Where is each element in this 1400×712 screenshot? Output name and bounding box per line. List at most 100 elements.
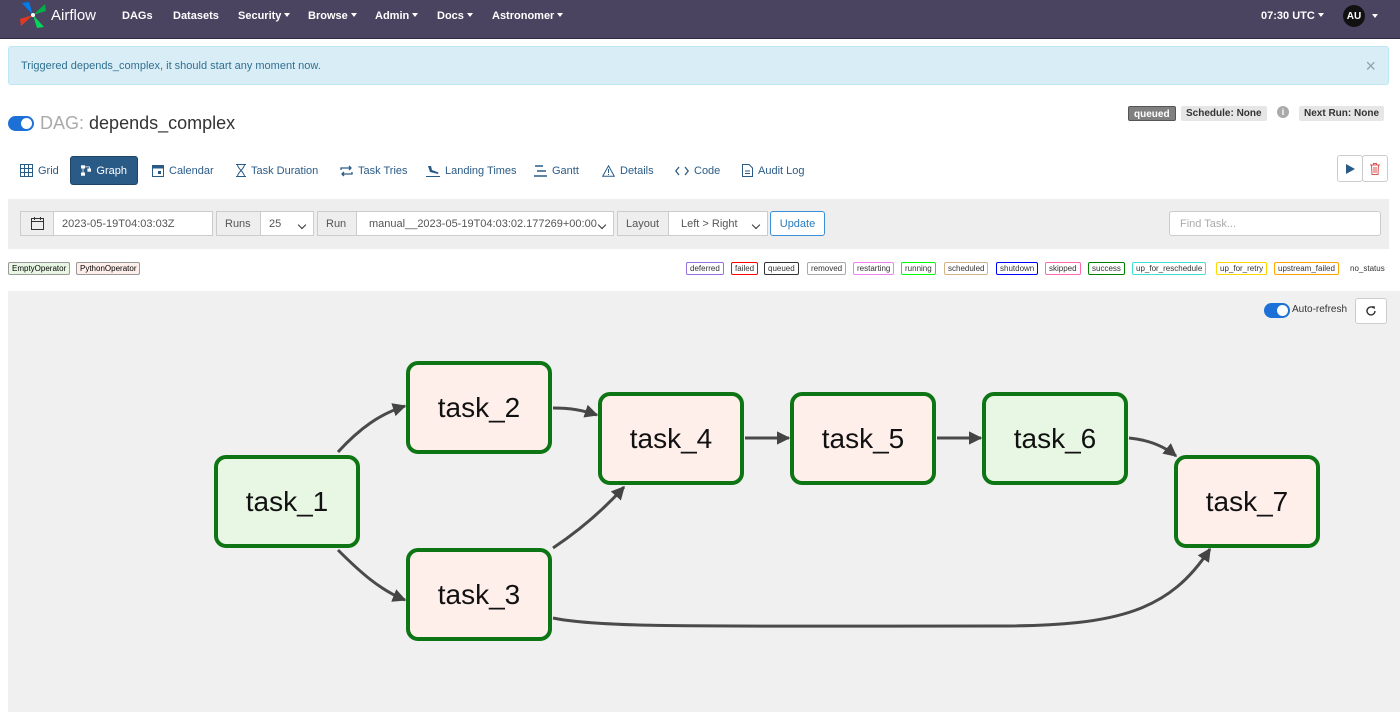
- dag-title-prefix: DAG:: [40, 113, 85, 133]
- update-button[interactable]: Update: [770, 211, 825, 236]
- tab-details-label: Details: [620, 164, 654, 177]
- execution-date-input[interactable]: 2023-05-19T04:03:03Z: [53, 211, 213, 236]
- file-icon: [742, 164, 753, 177]
- edge-task1-task3: [336, 548, 407, 602]
- toggle-knob: [1277, 305, 1288, 316]
- grid-icon: [20, 164, 33, 177]
- toggle-knob: [21, 118, 32, 129]
- brand-link[interactable]: Airflow: [18, 0, 96, 30]
- legend-skipped[interactable]: skipped: [1045, 262, 1081, 275]
- legend-success[interactable]: success: [1088, 262, 1125, 275]
- tab-landing-times-label: Landing Times: [445, 164, 517, 177]
- runs-label: Runs: [216, 211, 261, 236]
- calendar-icon: [30, 217, 44, 230]
- tab-audit-log[interactable]: Audit Log: [732, 156, 814, 185]
- page-title: DAG: depends_complex: [40, 113, 235, 134]
- nav-docs-label: Docs: [437, 10, 464, 22]
- nav-datasets[interactable]: Datasets: [173, 10, 219, 22]
- graph-icon: [81, 165, 92, 176]
- legend-failed[interactable]: failed: [731, 262, 759, 275]
- nav-admin[interactable]: Admin: [375, 10, 418, 22]
- runs-select-value: 25: [269, 217, 282, 230]
- hourglass-icon: [236, 164, 246, 177]
- refresh-button[interactable]: [1355, 298, 1387, 324]
- tab-details[interactable]: Details: [592, 156, 664, 185]
- next-run-badge: Next Run: None: [1299, 106, 1384, 121]
- nav-docs[interactable]: Docs: [437, 10, 473, 22]
- tab-gantt[interactable]: Gantt: [524, 156, 589, 185]
- edge-task6-task7: [1128, 436, 1178, 458]
- gantt-icon: [534, 164, 547, 177]
- tab-graph-label: Graph: [96, 164, 127, 177]
- edge-task3-task4: [552, 485, 626, 550]
- tab-task-tries-label: Task Tries: [358, 164, 408, 177]
- layout-select-value: Left > Right: [681, 217, 738, 230]
- warning-triangle-icon: [602, 164, 615, 177]
- legend-python-operator: PythonOperator: [76, 262, 141, 275]
- runs-select[interactable]: 25: [260, 211, 314, 236]
- tab-grid-label: Grid: [38, 164, 59, 177]
- calendar-icon: [152, 165, 164, 177]
- user-menu-caret-icon[interactable]: [1372, 14, 1378, 18]
- timezone-dropdown[interactable]: 07:30 UTC: [1261, 10, 1324, 22]
- nav-browse-label: Browse: [308, 10, 348, 22]
- find-task-input[interactable]: Find Task...: [1169, 211, 1381, 236]
- nav-admin-label: Admin: [375, 10, 410, 22]
- nav-dags[interactable]: DAGs: [122, 10, 153, 22]
- task-node-task-1[interactable]: task_1: [214, 455, 360, 548]
- delete-dag-button[interactable]: [1362, 155, 1388, 182]
- tab-graph[interactable]: Graph: [70, 156, 138, 185]
- task-node-task-7[interactable]: task_7: [1174, 455, 1320, 548]
- brand-text: Airflow: [51, 6, 97, 24]
- dag-id: depends_complex: [89, 113, 236, 133]
- alert-close-icon[interactable]: ×: [1365, 56, 1376, 76]
- legend-deferred[interactable]: deferred: [686, 262, 724, 275]
- layout-select[interactable]: Left > Right: [668, 211, 768, 236]
- legend-no-status[interactable]: no_status: [1350, 264, 1385, 273]
- legend-up-for-reschedule[interactable]: up_for_reschedule: [1132, 262, 1207, 275]
- dag-pause-toggle[interactable]: [8, 116, 34, 131]
- legend-up-for-retry[interactable]: up_for_retry: [1216, 262, 1268, 275]
- tab-gantt-label: Gantt: [552, 164, 579, 177]
- task-node-task-5[interactable]: task_5: [790, 392, 936, 485]
- airflow-logo-icon: [20, 2, 46, 28]
- dag-state-badge: queued: [1128, 106, 1176, 121]
- run-select-value: manual__2023-05-19T04:03:02.177269+00:00: [369, 217, 597, 230]
- alert-message: Triggered depends_complex, it should sta…: [21, 60, 321, 72]
- task-node-task-2[interactable]: task_2: [406, 361, 552, 454]
- tab-task-tries[interactable]: Task Tries: [330, 156, 418, 185]
- info-icon[interactable]: i: [1277, 106, 1289, 118]
- tab-task-duration-label: Task Duration: [251, 164, 319, 177]
- task-node-task-4[interactable]: task_4: [598, 392, 744, 485]
- tab-task-duration[interactable]: Task Duration: [226, 156, 328, 185]
- legend-removed[interactable]: removed: [807, 262, 847, 275]
- trigger-dag-button[interactable]: [1337, 155, 1363, 182]
- task-node-task-6[interactable]: task_6: [982, 392, 1128, 485]
- tab-code[interactable]: Code: [665, 156, 730, 185]
- trigger-alert: Triggered depends_complex, it should sta…: [8, 46, 1389, 85]
- legend-scheduled[interactable]: scheduled: [944, 262, 989, 275]
- task-node-task-3[interactable]: task_3: [406, 548, 552, 641]
- nav-browse[interactable]: Browse: [308, 10, 357, 22]
- legend-running[interactable]: running: [901, 262, 936, 275]
- tab-audit-log-label: Audit Log: [758, 164, 805, 177]
- schedule-badge: Schedule: None: [1181, 106, 1267, 121]
- tab-code-label: Code: [694, 164, 721, 177]
- legend-upstream-failed[interactable]: upstream_failed: [1274, 262, 1339, 275]
- user-avatar[interactable]: AU: [1343, 5, 1365, 27]
- nav-astronomer[interactable]: Astronomer: [492, 10, 563, 22]
- trash-icon: [1370, 162, 1380, 175]
- nav-security[interactable]: Security: [238, 10, 290, 22]
- tab-calendar[interactable]: Calendar: [142, 156, 224, 185]
- plane-landing-icon: [426, 165, 440, 177]
- run-select[interactable]: manual__2023-05-19T04:03:02.177269+00:00: [356, 211, 614, 236]
- tab-landing-times[interactable]: Landing Times: [416, 156, 527, 185]
- auto-refresh-toggle[interactable]: [1264, 303, 1290, 318]
- legend-queued[interactable]: queued: [764, 262, 799, 275]
- code-icon: [675, 166, 689, 175]
- nav-security-label: Security: [238, 10, 282, 22]
- repeat-icon: [340, 165, 353, 176]
- tab-grid[interactable]: Grid: [10, 156, 69, 185]
- legend-restarting[interactable]: restarting: [853, 262, 895, 275]
- legend-shutdown[interactable]: shutdown: [996, 262, 1039, 275]
